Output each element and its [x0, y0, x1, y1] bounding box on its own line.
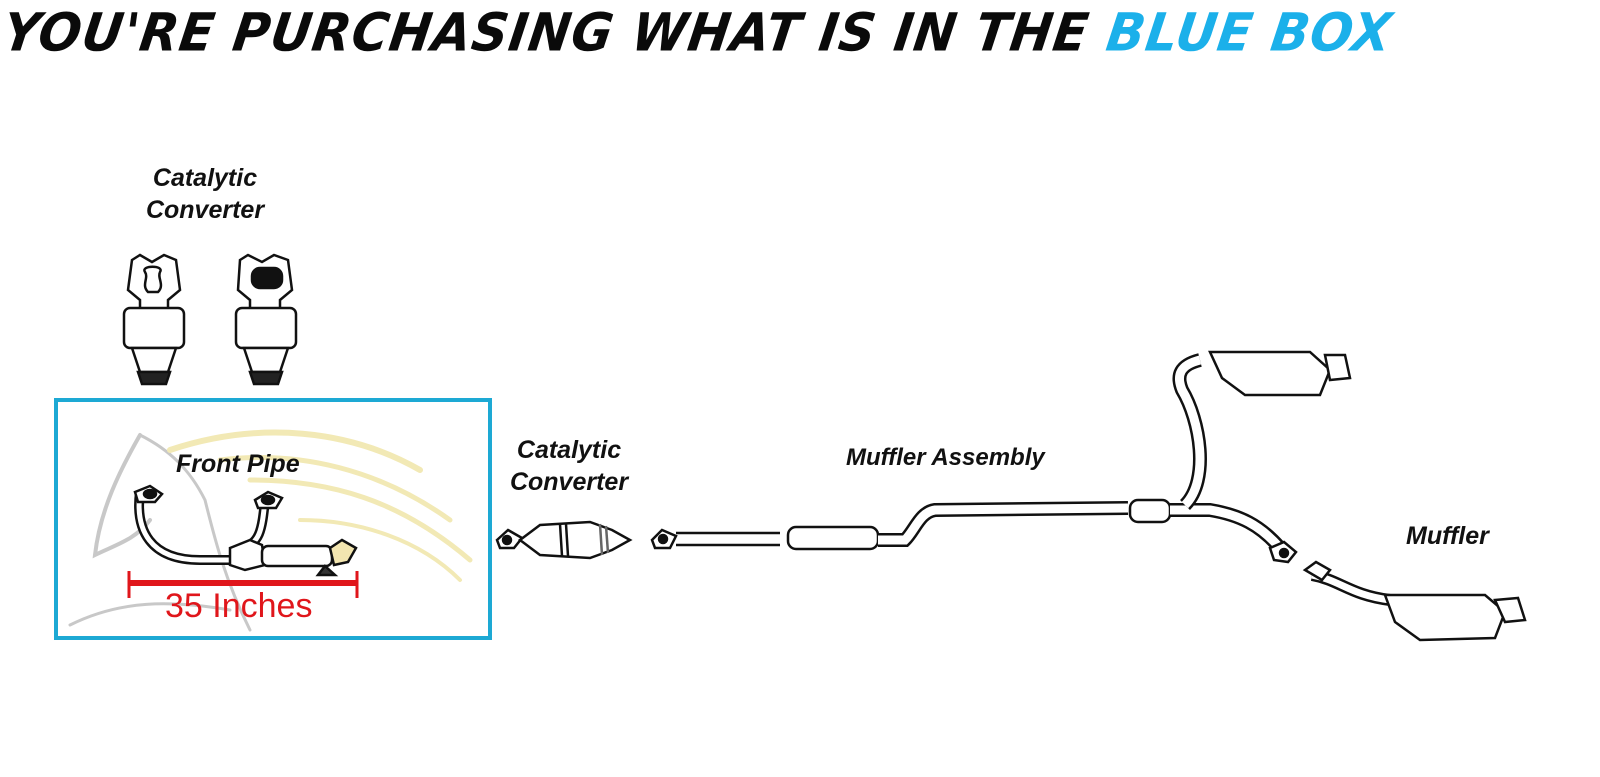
label-line: Catalytic	[516, 436, 622, 464]
label-line: Catalytic	[152, 164, 258, 192]
measurement-label: 35 Inches	[165, 587, 313, 625]
front-pipe-label: Front Pipe	[176, 450, 300, 478]
muffler-assembly-label: Muffler Assembly	[846, 444, 1045, 471]
label-line: Converter	[509, 468, 629, 496]
label-line: Converter	[145, 196, 265, 224]
catalytic-converter-inline-icon	[495, 520, 633, 560]
muffler-label: Muffler	[1406, 522, 1489, 550]
measurement-bar	[127, 571, 359, 598]
watermark-horse	[68, 429, 473, 632]
front-pipe-icon	[133, 484, 358, 577]
catalytic-converter-pair-icon	[122, 253, 298, 386]
selection-box	[54, 398, 492, 640]
muffler-assembly-icon	[650, 350, 1352, 564]
catalytic-converter-inline-label: Catalytic Converter	[498, 434, 640, 498]
catalytic-converter-pair-label: Catalytic Converter	[135, 162, 275, 226]
muffler-icon	[1302, 560, 1527, 642]
